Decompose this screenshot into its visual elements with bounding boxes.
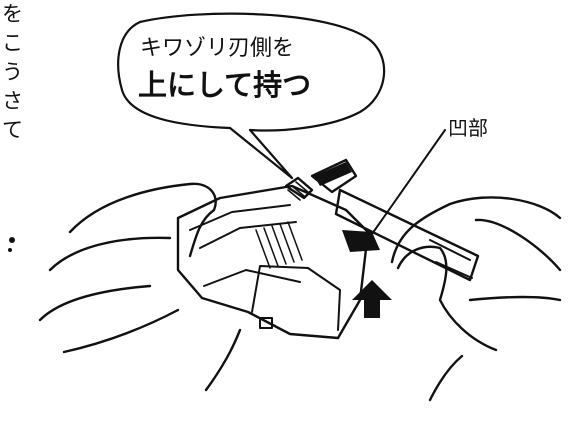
upward-arrow-icon [352,280,392,318]
shaver-head [176,176,370,340]
foil-texture [255,221,303,269]
period-dot [8,248,12,252]
cleaning-brush [310,158,480,282]
brush-handle [334,188,480,282]
small-button [259,317,273,329]
callout-line-2: 上にして持つ [138,68,312,102]
recess-label: 凹部 [448,116,488,140]
left-hand [38,182,242,392]
side-char: さ [2,89,23,113]
brush-bristles [314,162,352,186]
right-hand [390,196,562,402]
recess-mark [342,230,380,252]
side-char: て [2,118,23,142]
callout-line-1: キワゾリ刃側を [140,36,295,61]
leader-line [371,129,446,235]
side-char: こ [2,31,23,55]
side-char: を [2,2,23,26]
callout-bubble [117,12,386,180]
trimmer-blade [284,176,314,200]
period-dot [9,237,15,243]
side-vertical-text: を こ う さ て [2,0,23,145]
side-char: う [2,60,23,84]
